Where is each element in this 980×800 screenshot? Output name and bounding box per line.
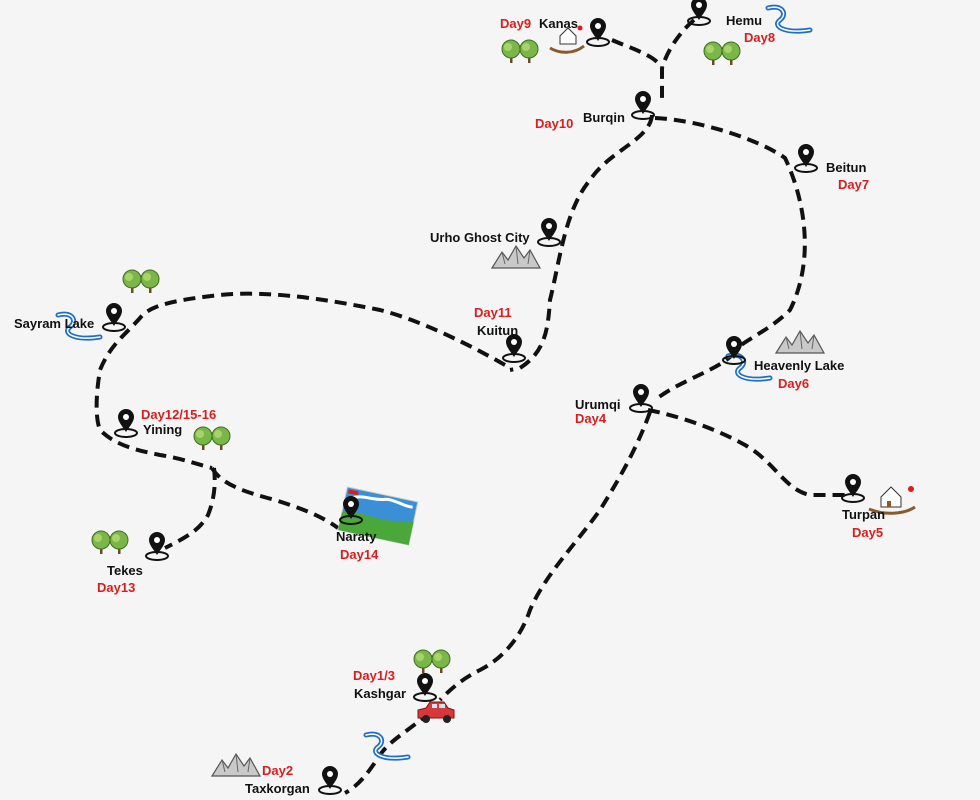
- day-label-urumqi: Day4: [575, 411, 607, 426]
- place-label-beitun: Beitun: [826, 160, 867, 175]
- day-label-tekes: Day13: [97, 580, 135, 595]
- location-pin-icon[interactable]: [318, 765, 342, 795]
- trees-icon: [413, 649, 451, 674]
- location-pin-icon[interactable]: [841, 473, 865, 503]
- route-hemu-burqin: [660, 18, 696, 69]
- day-label-kashgar: Day1/3: [353, 668, 395, 683]
- day-label-hemu: Day8: [744, 30, 775, 45]
- location-pin-icon[interactable]: [102, 302, 126, 332]
- place-label-urho: Urho Ghost City: [430, 230, 530, 245]
- route-urumqi-turpan: [647, 408, 848, 497]
- location-pin-icon[interactable]: [537, 217, 561, 247]
- place-label-urumqi: Urumqi: [575, 397, 621, 412]
- river-icon: [366, 734, 408, 758]
- day-label-yining: Day12/15-16: [141, 407, 216, 422]
- day-label-kanas: Day9: [500, 16, 531, 31]
- place-label-yining: Yining: [143, 422, 182, 437]
- location-pin-icon[interactable]: [502, 333, 526, 363]
- place-label-taxkorgan: Taxkorgan: [245, 781, 310, 796]
- route-kuitun-sayram: [94, 291, 506, 470]
- day-label-beitun: Day7: [838, 177, 869, 192]
- route-burqin-kuitun: [509, 114, 654, 372]
- day-label-naraty: Day14: [340, 547, 379, 562]
- place-label-tekes: Tekes: [107, 563, 143, 578]
- route-yining-naraty: [210, 466, 340, 530]
- day-label-heavenly: Day6: [778, 376, 809, 391]
- place-label-burqin: Burqin: [583, 110, 625, 125]
- day-label-turpan: Day5: [852, 525, 883, 540]
- route-urumqi-kashgar: [438, 411, 652, 702]
- river-icon: [768, 7, 810, 31]
- place-label-naraty: Naraty: [336, 529, 377, 544]
- route-burqin-beitun: [654, 116, 807, 352]
- location-pin-icon[interactable]: [413, 672, 437, 702]
- location-pin-icon[interactable]: [629, 383, 653, 413]
- trees-icon: [91, 530, 129, 555]
- location-pin-icon[interactable]: [586, 17, 610, 47]
- mountain-icon: [211, 753, 261, 777]
- place-label-heavenly: Heavenly Lake: [754, 358, 844, 373]
- car-icon: [417, 701, 455, 723]
- day-label-burqin: Day10: [535, 116, 573, 131]
- location-pin-icon[interactable]: [794, 143, 818, 173]
- location-pin-icon[interactable]: [631, 90, 655, 120]
- day-label-taxkorgan: Day2: [262, 763, 293, 778]
- trees-icon: [703, 41, 741, 66]
- place-label-turpan: Turpan: [842, 507, 885, 522]
- place-label-kanas: Kanas: [539, 16, 578, 31]
- house-icon: [868, 486, 916, 515]
- location-pin-icon[interactable]: [114, 408, 138, 438]
- mountain-icon: [491, 245, 541, 269]
- place-label-kuitun: Kuitun: [477, 323, 518, 338]
- place-label-sayram: Sayram Lake: [14, 316, 94, 331]
- route-yining-tekes: [164, 467, 217, 550]
- trees-icon: [122, 269, 160, 294]
- mountain-icon: [775, 330, 825, 354]
- trees-icon: [501, 39, 539, 64]
- house-icon: [549, 25, 585, 54]
- route-kashgar-taxkorgan: [343, 710, 432, 795]
- day-label-kuitun: Day11: [474, 305, 512, 320]
- place-label-kashgar: Kashgar: [354, 686, 406, 701]
- route-kanas-burqin: [611, 38, 664, 103]
- trees-icon: [193, 426, 231, 451]
- place-label-hemu: Hemu: [726, 13, 762, 28]
